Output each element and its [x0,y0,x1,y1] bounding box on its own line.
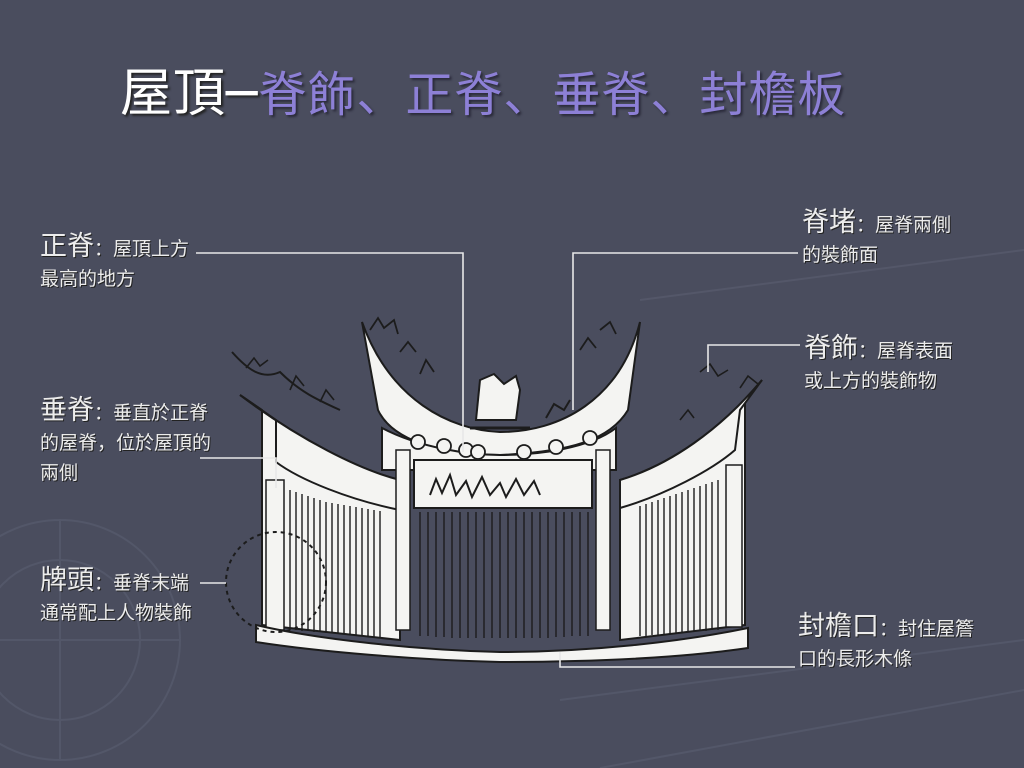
label-jishi: 脊飾：屋脊表面 或上方的裝飾物 [804,334,953,396]
label-zhengji-term: 正脊 [40,231,94,262]
label-jishi-desc2: 或上方的裝飾物 [804,370,938,392]
label-chuiji: 垂脊：垂直於正脊 的屋脊，位於屋頂的 兩側 [40,396,211,488]
page-title: 屋頂─脊飾、正脊、垂脊、封檐板 [120,58,846,131]
label-fengyankou: 封檐口：封住屋簷 口的長形木條 [798,612,974,674]
label-paitou-desc2: 通常配上人物裝飾 [40,602,193,624]
label-zhengji-desc1: ：屋頂上方 [94,238,190,260]
label-chuiji-desc3: 兩側 [40,462,79,484]
label-paitou: 牌頭：垂脊末端 通常配上人物裝飾 [40,566,192,628]
fascia-board [255,623,749,664]
label-fengyankou-term: 封檐口 [798,611,879,642]
label-paitou-term: 牌頭 [40,565,94,596]
title-subtitle: 脊飾、正脊、垂脊、封檐板 [258,67,847,123]
leader-lines [196,252,800,668]
paitou-highlight-circle [225,531,327,633]
right-roof-wing [619,362,763,642]
center-roof-section [361,316,641,638]
label-chuiji-term: 垂脊 [40,395,94,426]
label-jidu-term: 脊堵 [802,207,856,238]
label-chuiji-desc2: 的屋脊，位於屋頂的 [40,432,212,454]
label-fengyankou-desc1: ：封住屋簷 [879,618,975,640]
title-main: 屋頂─ [120,64,259,124]
label-jishi-term: 脊飾 [804,333,858,364]
label-jidu-desc1: ：屋脊兩側 [856,214,952,236]
label-chuiji-desc1: ：垂直於正脊 [94,402,209,424]
label-jishi-desc1: ：屋脊表面 [858,340,954,362]
label-fengyankou-desc2: 口的長形木條 [798,648,913,670]
label-jidu: 脊堵：屋脊兩側 的裝飾面 [802,208,951,270]
label-zhengji: 正脊：屋頂上方 最高的地方 [40,232,189,294]
label-jidu-desc2: 的裝飾面 [802,244,879,266]
label-zhengji-desc2: 最高的地方 [40,268,136,290]
label-paitou-desc1: ：垂脊末端 [94,572,190,594]
left-roof-wing [231,351,401,642]
